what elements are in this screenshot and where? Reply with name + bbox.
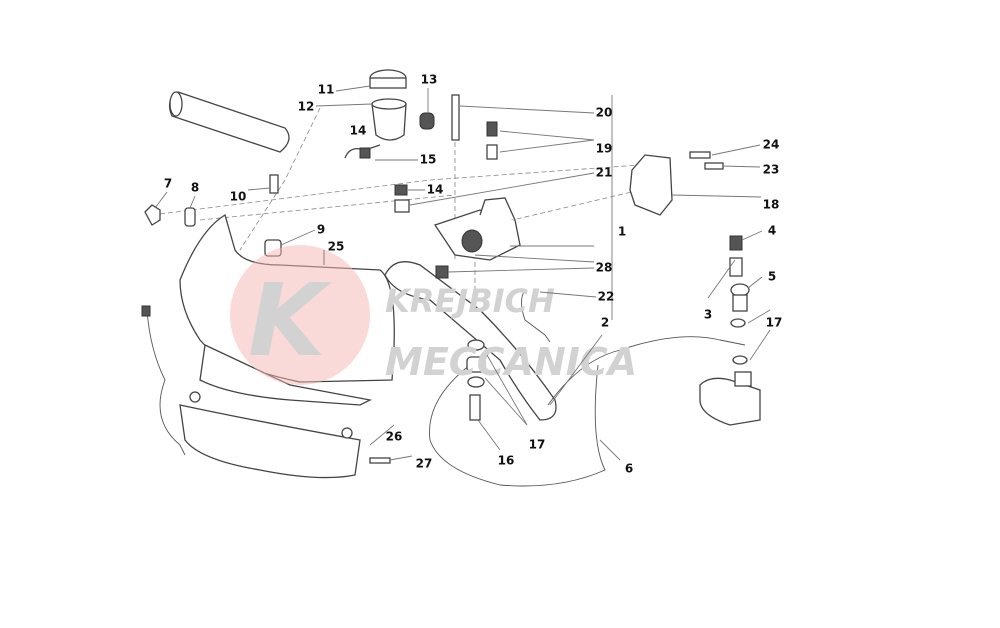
hoses (141, 289, 746, 487)
label-16: 16 (498, 454, 515, 468)
mounting-bracket (629, 151, 724, 216)
label-9: 9 (317, 223, 325, 237)
label-22: 22 (598, 290, 615, 304)
label-10: 10 (230, 190, 247, 204)
label-26: 26 (386, 430, 403, 444)
label-8: 8 (191, 181, 199, 195)
watermark-line2: MECCANICA (385, 340, 637, 384)
label-27: 27 (416, 457, 433, 471)
label-3: 3 (704, 308, 712, 322)
label-5: 5 (768, 270, 776, 284)
label-28: 28 (596, 261, 613, 275)
watermark-letter: K (248, 262, 332, 379)
label-21: 21 (596, 166, 613, 180)
label-13: 13 (421, 73, 438, 87)
label-20: 20 (596, 106, 613, 120)
master-cylinder (394, 94, 521, 261)
clutch-lever (384, 261, 557, 421)
leader-lines (154, 85, 771, 461)
label-25: 25 (328, 240, 345, 254)
handlebar-grip (168, 91, 290, 153)
label-11: 11 (318, 83, 335, 97)
label-17: 17 (766, 316, 783, 330)
fittings (144, 147, 486, 464)
label-6: 6 (625, 462, 633, 476)
label-14: 14 (350, 124, 367, 138)
label-15: 15 (420, 153, 437, 167)
label-1: 1 (618, 225, 626, 239)
label-7: 7 (164, 177, 172, 191)
part-labels: 11 12 13 20 14 19 15 24 23 21 7 8 10 14 … (164, 73, 783, 476)
label-17b: 17 (529, 438, 546, 452)
label-2: 2 (601, 316, 609, 330)
label-14b: 14 (427, 183, 444, 197)
label-4: 4 (768, 224, 776, 238)
label-12: 12 (298, 100, 315, 114)
watermark-logo: K KREJBICH MECCANICA (230, 245, 637, 385)
label-23: 23 (763, 163, 780, 177)
label-19: 19 (596, 142, 613, 156)
watermark-line1: KREJBICH (385, 282, 555, 320)
slave-cylinder (699, 235, 761, 426)
label-24: 24 (763, 138, 780, 152)
label-18: 18 (763, 198, 780, 212)
